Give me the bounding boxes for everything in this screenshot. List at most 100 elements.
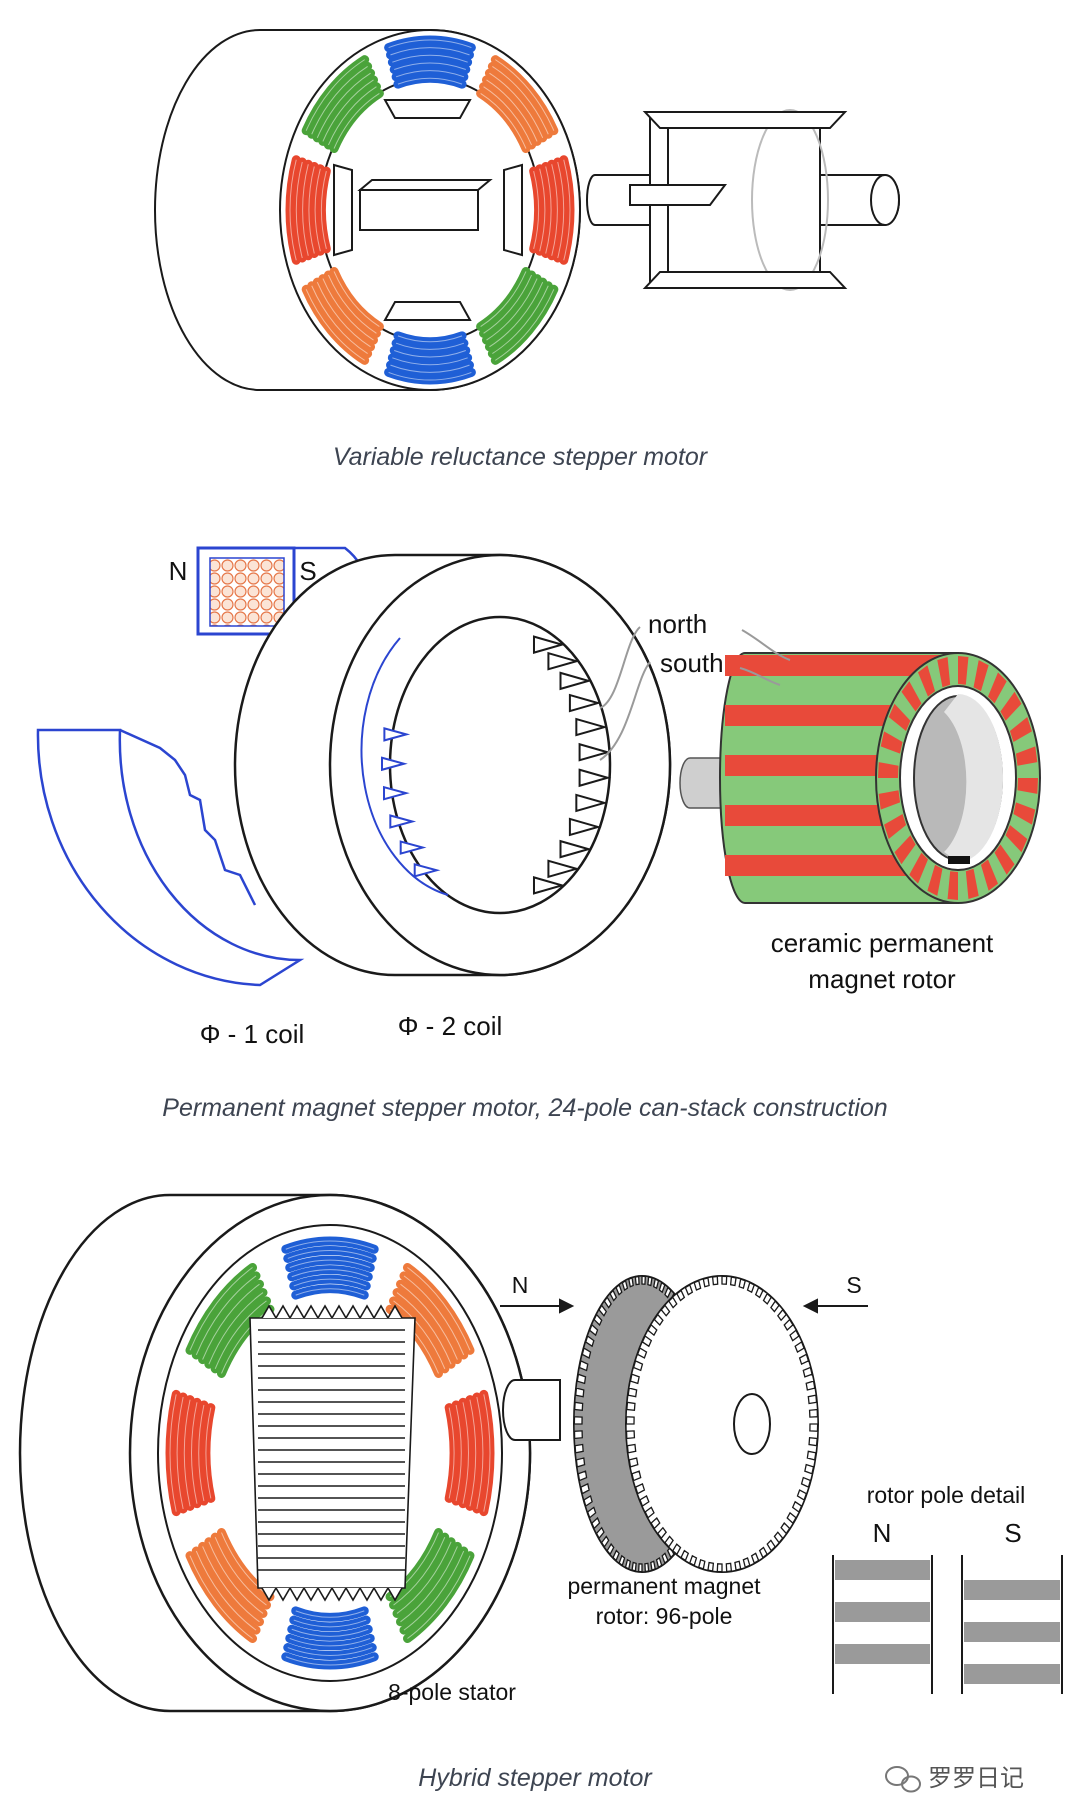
pm-south-label: south bbox=[660, 648, 724, 678]
hy-coil-bundle bbox=[444, 1389, 495, 1517]
hy-stator-tooth bbox=[303, 1304, 319, 1319]
pm-claw-tooth bbox=[568, 693, 602, 713]
hy-rotor-label-2: rotor: 96-pole bbox=[596, 1603, 733, 1629]
pm-face-segment bbox=[888, 703, 911, 731]
hy-detail-n: N bbox=[873, 1518, 892, 1548]
vr-coil-green-left-top bbox=[301, 55, 384, 154]
pm-claw-tooth bbox=[532, 876, 566, 895]
pm-claw-tooth bbox=[559, 671, 593, 691]
hy-detail-s: S bbox=[1004, 1518, 1021, 1548]
hy-detail-bar-s bbox=[964, 1622, 1060, 1642]
pm-face-segment bbox=[937, 657, 951, 688]
hy-detail-bar-s bbox=[964, 1664, 1060, 1684]
hy-coil-bundle bbox=[281, 1236, 379, 1300]
pm-claw-tooth bbox=[547, 651, 581, 671]
vr-stator bbox=[154, 29, 581, 391]
hy-stator-tooth bbox=[261, 1587, 277, 1602]
vr-coil-blue-bottom bbox=[384, 331, 476, 385]
hy-stator-tooth bbox=[331, 1587, 347, 1602]
pm-claw-tooth bbox=[578, 768, 612, 788]
pm-claw-tooth-inner bbox=[381, 756, 408, 772]
pm-claw-tooth bbox=[547, 859, 581, 879]
vr-coil-blue-top bbox=[384, 35, 476, 89]
hy-core-block bbox=[249, 1317, 416, 1589]
hy-coil-bundle bbox=[385, 1528, 475, 1643]
pm-claw-tooth-inner bbox=[413, 862, 441, 878]
hy-caption: Hybrid stepper motor bbox=[418, 1764, 653, 1792]
pm-face-segment bbox=[880, 731, 903, 754]
pm-face-segment bbox=[973, 660, 989, 692]
hy-arrows bbox=[500, 1298, 868, 1314]
pm-rotor-label-1: ceramic permanent bbox=[771, 928, 994, 958]
pm-face-segment bbox=[909, 852, 928, 884]
hy-stator-tooth bbox=[359, 1587, 375, 1602]
hy-stator-tooth bbox=[275, 1587, 291, 1602]
pm-caption: Permanent magnet stepper motor, 24-pole … bbox=[162, 1094, 887, 1122]
hy-stator-tooth bbox=[275, 1304, 291, 1319]
hy-coil-bundle bbox=[165, 1389, 216, 1517]
hy-stator-tooth bbox=[345, 1587, 361, 1602]
pm-coil-n: N bbox=[169, 556, 188, 586]
hy-coil-bundle bbox=[281, 1606, 379, 1670]
pm-claw-tooth-inner bbox=[383, 785, 410, 801]
hy-stator-tooth bbox=[345, 1304, 361, 1319]
pm-claw-tooth-inner bbox=[389, 814, 417, 829]
pm-face-segment bbox=[918, 665, 936, 697]
watermark: 罗罗日记 bbox=[885, 1764, 1024, 1793]
hy-stator-tooth bbox=[317, 1587, 333, 1602]
vr-coil-green-right-bottom bbox=[476, 266, 559, 365]
pm-rotor-stripe bbox=[725, 655, 958, 676]
pm-face-segment bbox=[994, 844, 1015, 875]
vr-rotor bbox=[586, 109, 900, 291]
pm-face-segment bbox=[958, 656, 969, 685]
pm-claw-tooth bbox=[559, 839, 593, 859]
pm-claw-tooth bbox=[575, 717, 608, 737]
hy-rotor-label-1: permanent magnet bbox=[567, 1573, 761, 1599]
hy-detail-title: rotor pole detail bbox=[867, 1482, 1026, 1508]
hy-rotor bbox=[502, 1275, 819, 1573]
pm-face-segment bbox=[1013, 802, 1036, 825]
hy-stator-label: 8-pole stator bbox=[388, 1679, 516, 1705]
pm-phase1-label: Φ - 1 coil bbox=[200, 1019, 305, 1049]
hy-stator-tooth bbox=[317, 1304, 333, 1319]
hy-stator-tooth bbox=[261, 1304, 277, 1319]
hy-gear-teeth bbox=[625, 1275, 819, 1573]
hy-stator-tooth bbox=[289, 1304, 305, 1319]
pm-leader-lines bbox=[599, 626, 791, 761]
pm-phase2-can bbox=[233, 553, 672, 977]
wechat-icon bbox=[885, 1766, 921, 1793]
pm-north-label: north bbox=[648, 609, 707, 639]
pm-coil-s: S bbox=[299, 556, 316, 586]
pm-claw-tooth bbox=[532, 635, 566, 654]
hy-stator-tooth bbox=[373, 1587, 389, 1602]
pm-claw-tooth bbox=[568, 817, 602, 837]
pm-face-segment bbox=[878, 762, 899, 778]
vr-coil-red-left bbox=[285, 155, 331, 265]
pm-face-segment bbox=[901, 681, 922, 712]
hy-stator-tooth bbox=[289, 1587, 305, 1602]
pm-rotor-label-2: magnet rotor bbox=[808, 964, 956, 994]
hy-detail-bar-n bbox=[835, 1644, 930, 1664]
pm-claw-tooth-inner bbox=[383, 727, 411, 742]
vr-coil-orange-right-top bbox=[476, 55, 559, 154]
pm-claw-tooth bbox=[575, 793, 608, 813]
vr-coil-red-right bbox=[529, 155, 575, 265]
hy-n-arrow-label: N bbox=[512, 1272, 529, 1298]
pm-rotor bbox=[679, 652, 1041, 904]
pm-face-segment bbox=[884, 813, 907, 839]
pm-claw-tooth bbox=[578, 742, 612, 762]
pm-face-segment bbox=[927, 864, 943, 896]
pm-face-segment bbox=[1009, 717, 1032, 743]
hy-s-arrow-label: S bbox=[846, 1272, 861, 1298]
vr-coil-orange-left-bottom bbox=[301, 266, 384, 365]
hy-stator-tooth bbox=[387, 1587, 403, 1602]
hy-detail-bar-n bbox=[835, 1560, 930, 1580]
pm-face-segment bbox=[980, 859, 998, 891]
hy-stator bbox=[18, 1193, 532, 1713]
pm-face-segment bbox=[1015, 746, 1038, 766]
hy-pole-detail: rotor pole detail N S bbox=[832, 1482, 1063, 1694]
hy-stator-tooth bbox=[359, 1304, 375, 1319]
pm-face-segment bbox=[1017, 778, 1038, 794]
watermark-text: 罗罗日记 bbox=[928, 1764, 1024, 1792]
